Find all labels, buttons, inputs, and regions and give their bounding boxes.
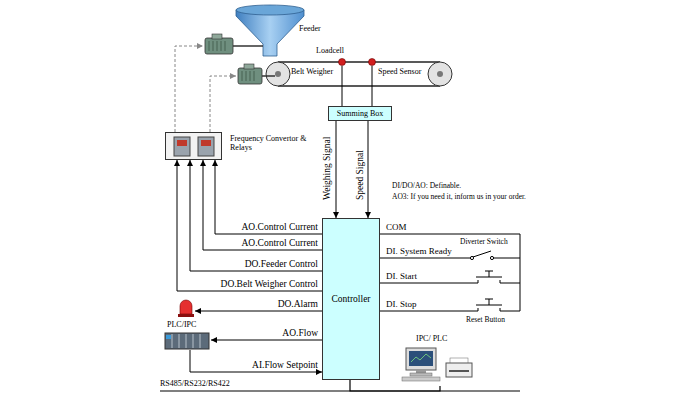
signal-connector (350, 380, 440, 391)
signal-label: DI. Stop (386, 299, 417, 309)
converter-box: Frequency Convertor & Relays (165, 132, 222, 160)
hopper-rim (236, 5, 304, 15)
signal-connector (190, 160, 322, 271)
speed-sensor-dot (369, 59, 376, 66)
node-text: IPC/ PLC (416, 334, 447, 343)
signal-label: AI.Flow Setpoint (252, 360, 318, 371)
controller-box: Controller (322, 218, 380, 380)
feeder-motor (205, 38, 233, 54)
signal-connector (211, 340, 322, 341)
motor-fins (209, 41, 225, 51)
alarm-wire (195, 311, 322, 312)
signal-label: Speed Signal (355, 150, 366, 200)
ipc-node: IPC/ PLC (398, 334, 476, 386)
signal-connector (190, 350, 322, 372)
feeder-hopper (236, 10, 304, 56)
signal-label: Diverter Switch (460, 238, 508, 247)
motor-shaft (233, 45, 263, 47)
bus-line (160, 390, 520, 391)
loadcell-wire (342, 66, 343, 106)
belt-bottom (278, 85, 440, 87)
signal-label: Weighing Signal (322, 137, 333, 200)
signal-label: DO.Belt Weigher Control (221, 279, 318, 290)
motor-control-line (210, 76, 236, 132)
signal-label: COM (386, 222, 407, 232)
pulley-hub (275, 71, 281, 77)
signal-label: DO.Alarm (278, 299, 318, 310)
plc-node: PLC/IPC (163, 320, 211, 350)
pulley (428, 62, 452, 86)
node-text: Frequency Convertor & Relays (230, 134, 312, 152)
signal-label: DI. Start (386, 271, 417, 281)
speed-sensor-wire (372, 66, 373, 106)
signal-label: Feeder (299, 24, 321, 33)
signal-label: Speed Sensor (378, 67, 421, 76)
belt-motor (238, 68, 262, 84)
alarm-lamp (180, 300, 192, 314)
motor-terminal-box (244, 64, 254, 69)
stop-button (380, 299, 520, 311)
signal-label: Belt Weigher (291, 67, 333, 76)
switch-contact (490, 256, 493, 259)
motor-terminal-box (212, 34, 222, 39)
motor-fins (242, 71, 254, 81)
signal-label: AO.Control Current (241, 222, 318, 233)
diverter-switch-lever (473, 251, 491, 257)
pulley-hub (437, 71, 443, 77)
signal-label: DI. System Ready (386, 246, 452, 256)
signal-label: Loadcell (316, 46, 344, 55)
node-text: Summing Box (337, 109, 383, 118)
belt-top (278, 61, 440, 63)
node-text: PLC/IPC (167, 320, 196, 329)
signal-connector (177, 160, 322, 291)
com-wire (380, 234, 520, 311)
signal-connector (203, 160, 322, 250)
input-wire (380, 258, 520, 259)
loadcell-dot (339, 59, 346, 66)
signal-label: RS485/RS232/RS422 (160, 379, 230, 388)
signal-connector (215, 160, 322, 234)
signal-connector (368, 121, 369, 218)
converter-icons (166, 133, 223, 161)
alarm-lamp-base (178, 314, 194, 317)
signal-label: AO.Control Current (241, 238, 318, 249)
signal-label: DO.Feeder Control (245, 259, 318, 270)
signal-label: AO.Flow (282, 328, 318, 339)
node-text: Controller (331, 294, 370, 305)
signal-label: Reset Button (466, 316, 505, 325)
pulley (266, 62, 290, 86)
motor-control-line (175, 46, 203, 132)
signal-label: AO3: If you need it, inform us in your o… (392, 193, 526, 202)
start-button (380, 271, 520, 283)
signal-connector (336, 121, 337, 218)
summing-box: Summing Box (328, 106, 392, 121)
signal-label: DI/DO/AO: Definable. (392, 182, 461, 191)
motor-shaft (262, 75, 275, 77)
